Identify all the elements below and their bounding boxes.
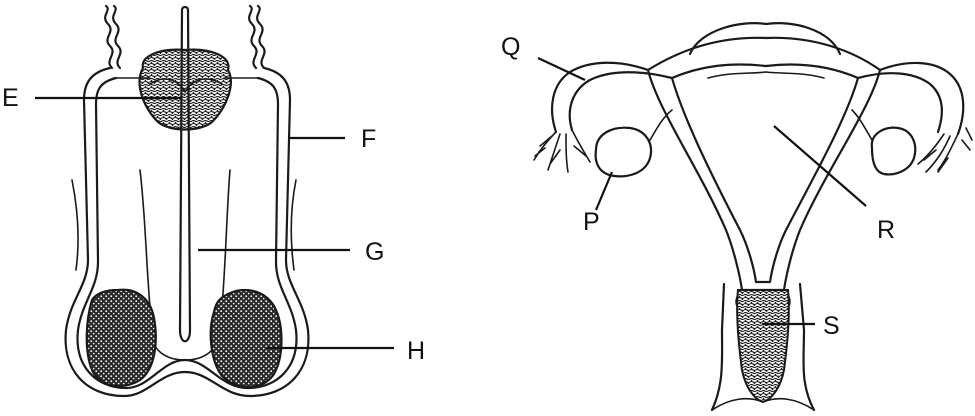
female-reproductive-system: [534, 23, 972, 410]
label-r: R: [877, 218, 895, 243]
label-s: S: [823, 314, 840, 339]
label-p: P: [583, 210, 600, 235]
label-h: H: [407, 339, 425, 364]
glans-outline: [152, 330, 218, 360]
seminal-vesicle-right: [249, 6, 264, 68]
fimbriae-right: [918, 128, 972, 172]
oviduct-right-inner: [858, 73, 942, 132]
testis-left: [87, 290, 156, 386]
uterus-outer: [648, 38, 880, 290]
pointer-r: [774, 126, 866, 206]
ovary-left: [596, 128, 651, 177]
uterine-lining: [708, 72, 824, 78]
seminal-vesicle-left: [105, 6, 120, 68]
ovary-right: [872, 128, 915, 175]
ovarian-ligament-left: [650, 110, 672, 140]
label-q: Q: [501, 35, 520, 60]
male-reproductive-system: [66, 6, 309, 396]
prostate-gland: [140, 50, 231, 130]
fimbriae-left: [534, 130, 590, 172]
label-e: E: [2, 86, 19, 111]
pointer-p: [596, 172, 612, 210]
label-g: G: [365, 240, 384, 265]
scrotum-right-line: [291, 180, 296, 270]
scrotum-left-line: [72, 180, 78, 270]
testis-right: [211, 290, 282, 387]
oviduct-left-inner: [570, 72, 672, 130]
uterine-cavity: [672, 65, 858, 283]
vagina-canal: [737, 290, 789, 402]
label-f: F: [361, 127, 376, 152]
